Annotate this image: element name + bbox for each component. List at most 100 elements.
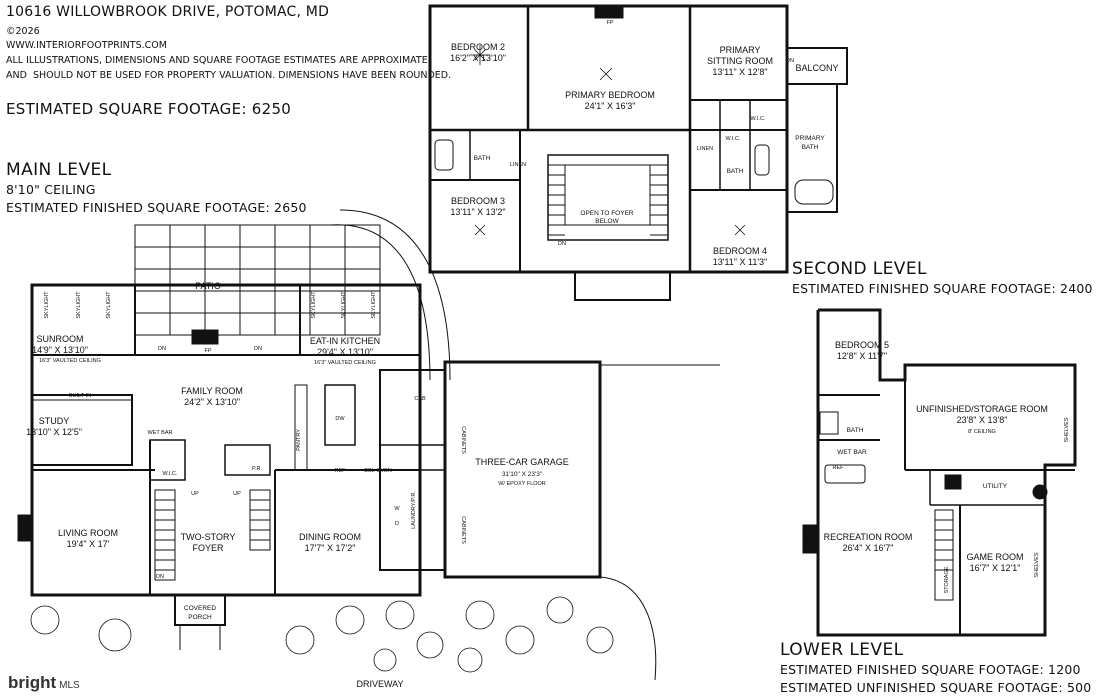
watermark-brand: bright (8, 673, 57, 692)
label-kitchen: EAT-IN KITCHEN (310, 336, 380, 346)
label-shelves-1: SHELVES (1064, 417, 1070, 442)
label-linen: LINEN (510, 162, 526, 168)
label-family-room: FAMILY ROOM (181, 386, 243, 396)
label-foyer-2: FOYER (192, 543, 224, 553)
label-bedroom-2: BEDROOM 2 (451, 42, 505, 52)
label-driveway: DRIVEWAY (356, 679, 403, 689)
main-level-title: MAIN LEVEL (6, 160, 112, 180)
label-balcony: BALCONY (795, 63, 838, 73)
label-bedroom-3: BEDROOM 3 (451, 196, 505, 206)
label-linen-2: LINEN (697, 146, 713, 152)
label-dn-foyer: DN (156, 574, 164, 580)
label-open-to-foyer: OPEN TO FOYER (580, 210, 634, 217)
label-bath-lower: BATH (847, 427, 864, 434)
landscape-trees (30, 596, 614, 673)
label-open-below: BELOW (595, 218, 619, 225)
main-level-plan (17, 209, 451, 650)
label-sitting-2: SITTING ROOM (707, 56, 773, 66)
label-skylight-5: SKYLIGHT (341, 291, 347, 319)
second-level-plan (428, 4, 848, 301)
label-pr: P.R. (252, 466, 262, 472)
label-storage-room: UNFINISHED/STORAGE ROOM (916, 404, 1048, 414)
dim-family-room: 24'2" X 13'10" (184, 397, 240, 407)
main-level-sqft: ESTIMATED FINISHED SQUARE FOOTAGE: 2650 (6, 200, 307, 215)
label-wic-2: W.I.C. (751, 116, 766, 122)
label-built-in: BUILT-IN (69, 393, 91, 399)
label-primary-bath-1: PRIMARY (795, 135, 825, 142)
label-dw: DW (335, 416, 345, 422)
label-shelves-2: SHELVES (1034, 552, 1040, 577)
dim-bedroom-4: 13'11" X 11'3" (713, 257, 768, 267)
second-level-title: SECOND LEVEL (792, 259, 927, 279)
lower-level-plan (802, 308, 1077, 637)
label-skylight-6: SKYLIGHT (371, 291, 377, 319)
label-fp-lower: FP (806, 537, 812, 544)
label-bedroom-4: BEDROOM 4 (713, 246, 767, 256)
label-garage: THREE-CAR GARAGE (475, 457, 569, 467)
dim-bedroom-5: 12'8" X 11'7" (837, 351, 887, 361)
label-wic-main: W.I.C. (163, 471, 178, 477)
label-living-room: LIVING ROOM (58, 528, 118, 538)
dim-primary-bedroom: 24'1" X 16'3" (585, 101, 636, 111)
label-laundry: LAUNDRY/P.R. (411, 491, 417, 529)
label-dining-room: DINING ROOM (299, 532, 361, 542)
label-cabinets-2: CABINETS (460, 516, 466, 544)
website: WWW.INTERIORFOOTPRINTS.COM (6, 40, 167, 51)
lower-level-title: LOWER LEVEL (780, 640, 904, 660)
label-game-room: GAME ROOM (966, 552, 1023, 562)
label-storage-stair: STORAGE (944, 566, 950, 593)
label-foyer-1: TWO-STORY (181, 532, 236, 542)
label-sunroom: SUNROOM (37, 334, 84, 344)
dim-dining-room: 17'7" X 17'2" (305, 543, 356, 553)
lower-level-sqft-unfinished: ESTIMATED UNFINISHED SQUARE FOOTAGE: 500 (780, 680, 1092, 695)
label-recreation-room: RECREATION ROOM (824, 532, 913, 542)
ceiling-sunroom: 16'3" VAULTED CEILING (39, 358, 101, 364)
dim-garage: 31'10" X 23'3" (502, 471, 543, 478)
label-sitting-1: PRIMARY (720, 45, 761, 55)
label-dbl-oven: DBL OVEN (364, 468, 392, 474)
label-wic-1: W.I.C. (726, 136, 741, 142)
label-patio: PATIO (195, 281, 221, 291)
label-dn-2nd: DN (558, 241, 566, 247)
label-primary-bath-2: BATH (802, 144, 819, 151)
dim-living-room: 19'4" X 17' (67, 539, 110, 549)
label-ref-lower: REF (833, 465, 845, 471)
total-square-footage: ESTIMATED SQUARE FOOTAGE: 6250 (6, 100, 292, 118)
label-utility: UTILITY (983, 483, 1008, 490)
dim-recreation-room: 26'4" X 16'7" (843, 543, 894, 553)
label-wet-bar-lower: WET BAR (837, 449, 867, 456)
dim-sitting: 13'11" X 12'8" (712, 67, 767, 77)
disclaimer-line-2: AND SHOULD NOT BE USED FOR PROPERTY VALU… (6, 70, 452, 81)
main-level-ceiling: 8'10" CEILING (6, 182, 96, 197)
dim-bedroom-2: 16'2" X 13'10" (450, 53, 506, 63)
label-skylight-1: SKYLIGHT (44, 291, 50, 319)
lower-level-sqft-finished: ESTIMATED FINISHED SQUARE FOOTAGE: 1200 (780, 662, 1081, 677)
dim-kitchen: 29'4" X 13'10" (317, 347, 373, 357)
label-porch-2: PORCH (188, 614, 212, 621)
label-garage-floor: W/ EPOXY FLOOR (498, 481, 546, 487)
label-dn-main-2: DN (254, 346, 262, 352)
label-storage-ceiling: 8' CEILING (968, 429, 996, 435)
dim-storage-room: 23'8" X 13'8" (957, 415, 1008, 425)
watermark-suffix: MLS (59, 680, 80, 691)
label-skylight-3: SKYLIGHT (106, 291, 112, 319)
label-cabinets-1: CABINETS (460, 426, 466, 454)
label-bath-2nd-b: BATH (727, 168, 744, 175)
ceiling-kitchen: 16'3" VAULTED CEILING (314, 360, 376, 366)
label-fp-2nd: FP (606, 20, 613, 26)
label-wet-bar: WET BAR (148, 430, 173, 436)
dim-study: 13'10" X 12'5" (26, 427, 82, 437)
label-fp-main: FP (204, 348, 211, 354)
label-up-foyer-2: UP (233, 491, 241, 497)
property-address: 10616 WILLOWBROOK DRIVE, POTOMAC, MD (6, 4, 330, 20)
label-study: STUDY (39, 416, 70, 426)
label-dn-balcony: DN (786, 58, 794, 64)
disclaimer-line-1: ALL ILLUSTRATIONS, DIMENSIONS AND SQUARE… (6, 55, 428, 66)
label-dryer: D (395, 521, 399, 527)
label-cab: CAB (414, 396, 426, 402)
label-skylight-4: SKYLIGHT (311, 291, 317, 319)
label-fp-living: FP (21, 527, 28, 533)
label-primary-bedroom: PRIMARY BEDROOM (565, 90, 655, 100)
